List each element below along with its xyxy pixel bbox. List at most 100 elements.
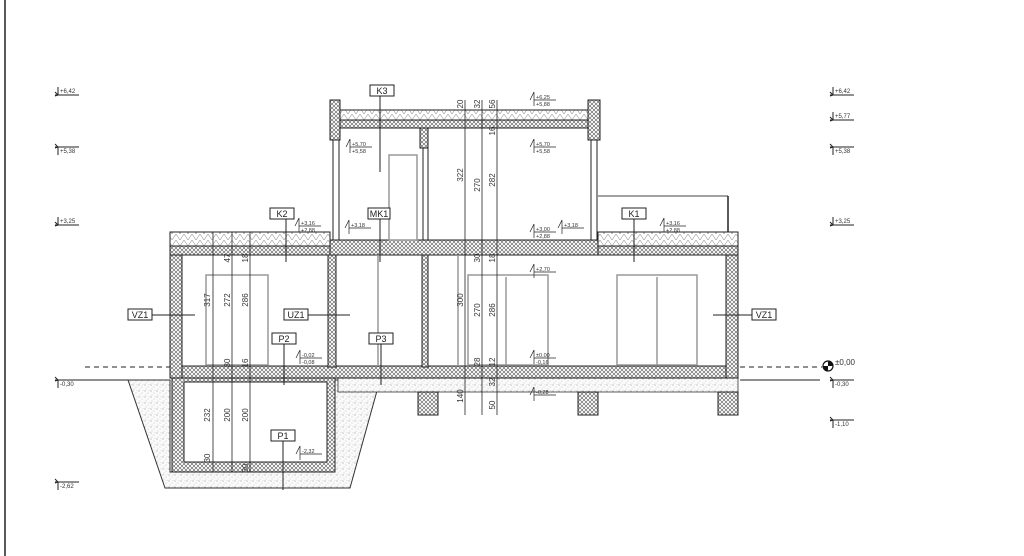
elevation-value: +3,16 <box>666 221 680 227</box>
dimension-value: 30 <box>473 253 482 262</box>
tag-vz1-right: VZ1 <box>713 308 777 321</box>
level-label: +5,77 <box>835 114 851 120</box>
tag-label: K2 <box>276 209 287 219</box>
level-label: +6,42 <box>60 89 76 95</box>
level-marker-right: +3,25 <box>829 217 854 227</box>
tag-label: P3 <box>375 334 386 344</box>
tag-label: VZ1 <box>132 310 149 320</box>
level-marker-left: +3,25 <box>54 217 79 227</box>
tag-label: UZ1 <box>287 310 304 320</box>
tag-k3: K3 <box>369 84 395 172</box>
elevation-value: ±0,00 <box>536 353 550 359</box>
dimension-value: 200 <box>241 408 250 422</box>
dimension-value: 286 <box>241 293 250 307</box>
level-label: +3,25 <box>835 219 851 225</box>
level-label: -0,30 <box>60 382 74 388</box>
tag-p2: P2 <box>271 332 297 385</box>
tag-label: K1 <box>628 209 639 219</box>
elevation-value: +3,00 <box>536 227 550 233</box>
level-label: +6,42 <box>835 89 851 95</box>
level-label: +5,38 <box>60 149 76 155</box>
footings <box>417 391 739 416</box>
level-marker-right: -1,10 <box>829 416 854 428</box>
elevation-value: -2,32 <box>302 449 315 455</box>
dimension-value: 270 <box>473 303 482 317</box>
level-label: -0,30 <box>835 382 849 388</box>
level-marker-left: -0,30 <box>54 376 79 388</box>
elevation-value: +5,70 <box>352 142 366 148</box>
level-marker-right: +6,42 <box>829 87 854 97</box>
elevation-value: +5,58 <box>536 149 550 155</box>
elevation-mark: +3,16+2,88 <box>294 217 321 234</box>
elevation-mark: -0,02-0,08 <box>295 349 322 366</box>
elevation-value: +3,18 <box>564 223 578 229</box>
tag-k1: K1 <box>621 207 647 262</box>
dimension-value: 32 <box>488 377 497 386</box>
level-label: -1,10 <box>835 422 849 428</box>
roof-structure <box>339 119 589 129</box>
tag-label: K3 <box>376 86 387 96</box>
elevation-value: +2,88 <box>301 228 315 234</box>
dimension-value: 32 <box>473 99 482 108</box>
tag-uz1: UZ1 <box>283 308 350 321</box>
dimension-value: 56 <box>488 99 497 108</box>
tag-label: P1 <box>277 431 288 441</box>
elevation-value: -0,02 <box>302 353 315 359</box>
roof-slab-k3 <box>339 109 589 121</box>
basement <box>171 377 336 473</box>
level-label: +5,38 <box>835 149 851 155</box>
dimension-value: 282 <box>488 173 497 187</box>
elevation-value: +5,58 <box>352 149 366 155</box>
elevation-value: +6,25 <box>536 95 550 101</box>
dimension-value: 16 <box>488 126 497 135</box>
tag-vz1-left: VZ1 <box>127 308 195 321</box>
elevation-mark: +3,18 <box>344 219 371 234</box>
level-marker-right: -0,30 <box>829 376 854 388</box>
elevation-value: +2,88 <box>666 228 680 234</box>
dimension-value: 28 <box>473 357 482 366</box>
elevation-value: +5,88 <box>536 102 550 108</box>
zero-datum-icon <box>822 360 834 372</box>
dimension-value: 30 <box>241 463 250 472</box>
dimension-value: 322 <box>456 168 465 182</box>
elevation-mark: ±0,00-0,16 <box>529 349 556 366</box>
elevation-mark: +3,16+2,88 <box>659 217 686 234</box>
elevation-mark: +5,70+5,58 <box>345 138 372 155</box>
elevation-value: +2,70 <box>536 267 550 273</box>
elevation-mark: +3,18 <box>557 219 584 234</box>
dimension-value: 300 <box>456 293 465 307</box>
upper-walls <box>329 99 601 149</box>
elevation-value: +3,18 <box>351 223 365 229</box>
tag-label: MK1 <box>370 209 389 219</box>
level-marker-right: +5,77 <box>829 112 854 122</box>
dimension-value: 317 <box>203 293 212 307</box>
elevation-value: -0,28 <box>536 390 549 396</box>
openings <box>205 154 698 366</box>
level-label: +3,25 <box>60 219 76 225</box>
slab-structure <box>597 245 739 256</box>
tag-mk1: MK1 <box>367 207 391 262</box>
dimension-value: 232 <box>203 408 212 422</box>
level-label: -2,62 <box>60 484 74 490</box>
level-marker-left: +6,42 <box>54 87 79 97</box>
elevation-mark: -2,32 <box>295 445 322 460</box>
elevation-value: +2,88 <box>536 234 550 240</box>
dimension-value: 270 <box>473 178 482 192</box>
dimension-value: 286 <box>488 303 497 317</box>
elevation-mark: +6,25+5,88 <box>529 91 556 108</box>
dimension-value: 12 <box>488 357 497 366</box>
level-marker-left: -2,62 <box>54 478 79 490</box>
dimension-value: 50 <box>488 400 497 409</box>
ground-floor-slab <box>169 365 739 379</box>
lower-walls <box>169 231 739 379</box>
tag-label: P2 <box>278 334 289 344</box>
level-marker-right: +5,38 <box>829 143 854 155</box>
tag-label: VZ1 <box>756 310 773 320</box>
zero-mark-label: ±0,00 <box>835 358 856 367</box>
dimension-value: 200 <box>223 408 232 422</box>
tag-p3: P3 <box>368 332 394 385</box>
dimension-value: 20 <box>456 99 465 108</box>
dimension-value: 30 <box>203 453 212 462</box>
elevation-value: +3,16 <box>301 221 315 227</box>
level-marker-left: +5,38 <box>54 143 79 155</box>
